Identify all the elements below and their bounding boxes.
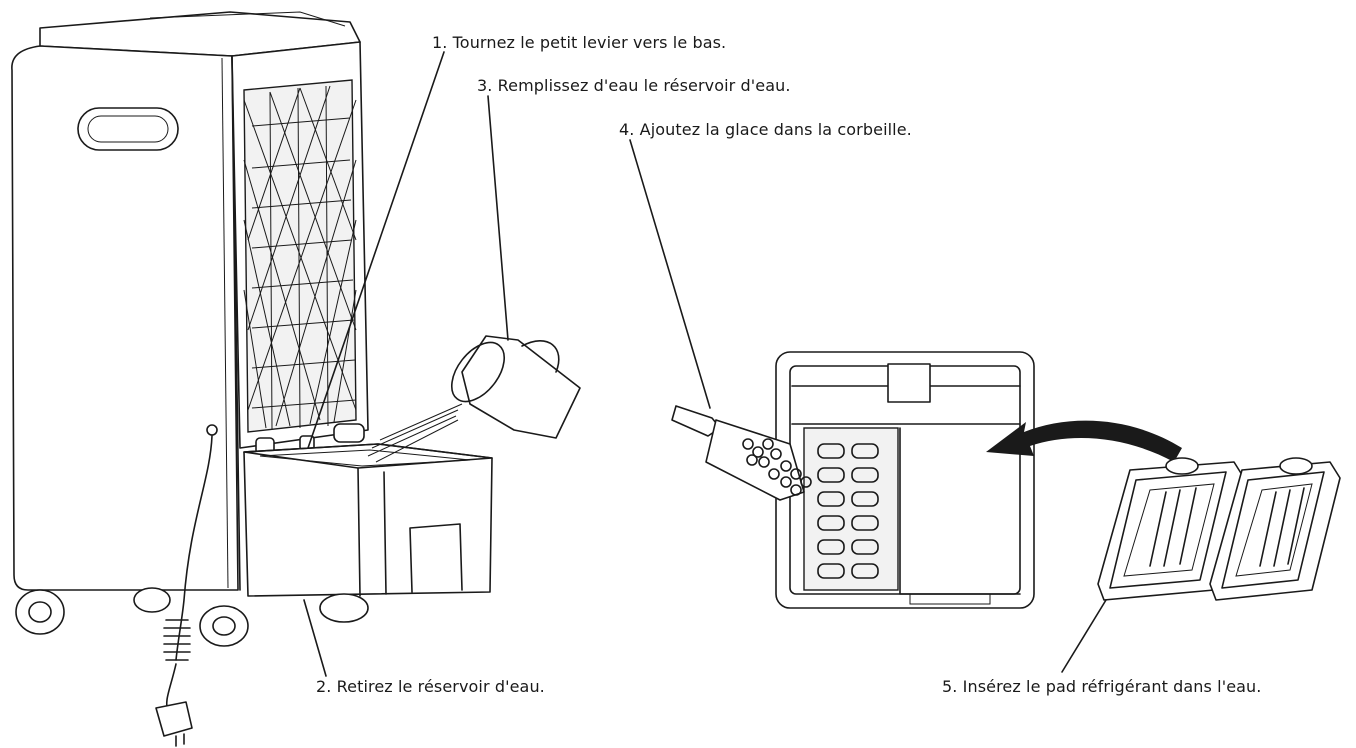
step-4-label: 4. Ajoutez la glace dans la corbeille. bbox=[619, 120, 912, 139]
step-1-label: 1. Tournez le petit levier vers le bas. bbox=[432, 33, 727, 52]
leader-line-step-5 bbox=[1061, 599, 1107, 673]
ice-box bbox=[775, 351, 1035, 609]
cooling-pads bbox=[1097, 457, 1341, 601]
cooler-grille bbox=[243, 79, 357, 433]
leader-line-step-4 bbox=[629, 139, 711, 409]
leader-lines bbox=[303, 51, 1107, 677]
curved-arrow-icon bbox=[986, 420, 1182, 462]
step-3-label: 3. Remplissez d'eau le réservoir d'eau. bbox=[477, 76, 791, 95]
wheels bbox=[15, 587, 369, 647]
leader-line-step-3 bbox=[487, 95, 509, 341]
water-tank bbox=[243, 443, 493, 597]
air-cooler bbox=[11, 11, 493, 747]
step-2-label: 2. Retirez le réservoir d'eau. bbox=[316, 677, 545, 696]
leader-line-step-2 bbox=[303, 599, 327, 677]
ice-scoop bbox=[671, 405, 812, 501]
step-5-label: 5. Insérez le pad réfrigérant dans l'eau… bbox=[942, 677, 1262, 696]
water-jug bbox=[367, 335, 581, 463]
leader-line-step-1 bbox=[307, 51, 445, 449]
